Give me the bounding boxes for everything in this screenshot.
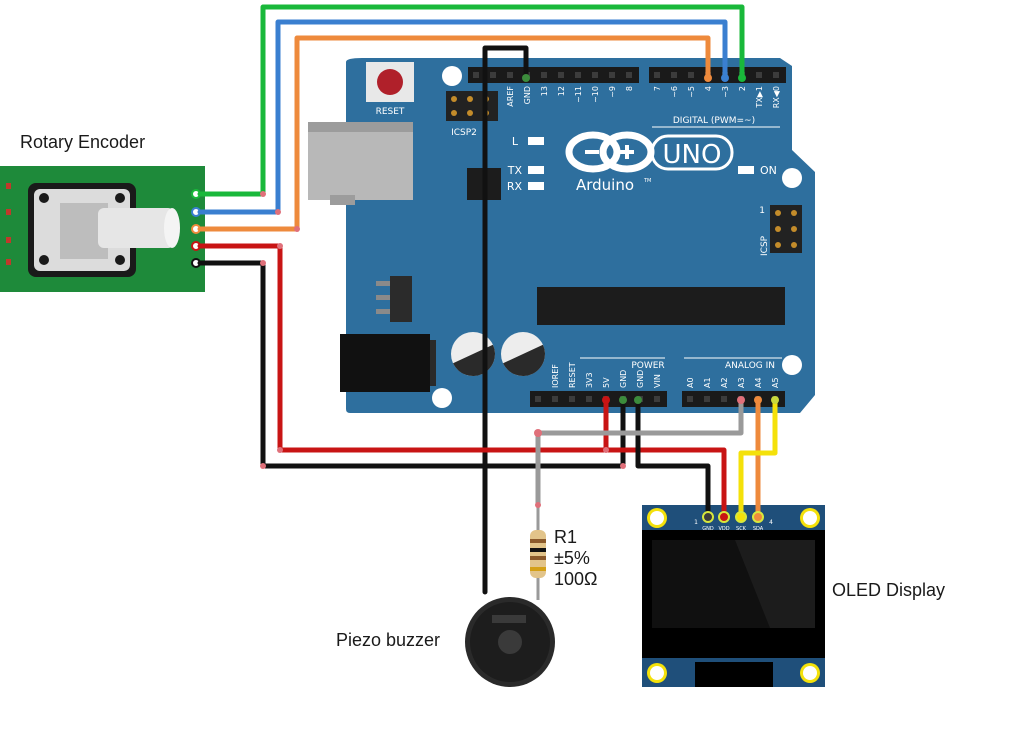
digital-header-left: AREF GND 13 12 ~11 ~10 ~9 8 (468, 67, 639, 107)
pin-label-analog-2: A2 (720, 377, 729, 388)
pin-label-digital-right-4: ~3 (721, 86, 730, 98)
wire-black-buzzer (482, 45, 529, 595)
pin-label-power-7: VIN (653, 374, 662, 388)
pin-label-digital-left-5: 12 (557, 86, 566, 96)
wire-blue (197, 19, 728, 215)
icsp-pin1: 1 (759, 206, 765, 216)
led-tx (528, 166, 544, 174)
power-header: IOREF RESET 3V3 5V GND GND VIN (530, 362, 667, 407)
analog-label: ANALOG IN (725, 361, 775, 371)
piezo-buzzer (465, 597, 555, 687)
icsp-label: ICSP (760, 235, 770, 256)
led-on-label: ON (760, 164, 777, 177)
resistor-tolerance: ±5% (554, 548, 590, 568)
pin-label-power-2: RESET (568, 362, 577, 388)
oled-pin-label-sck: SCK (736, 526, 747, 532)
led-tx-label: TX (507, 164, 523, 177)
oled-pin-label-vdd: VDD (718, 526, 729, 532)
oled-pin-label-gnd: GND (702, 526, 714, 532)
icsp-header: 1 ICSP (759, 205, 802, 256)
arduino-brand: Arduino (576, 176, 634, 194)
encoder-label: Rotary Encoder (20, 132, 145, 152)
oled-display-module: 1 4 GND VDD SCK SDA (642, 505, 825, 687)
pin-label-digital-left-8: ~9 (608, 86, 617, 98)
microcontroller-chip (537, 287, 785, 325)
pin-label-power-5: GND (619, 370, 628, 388)
pin-label-power-3: 3V3 (585, 372, 594, 388)
uno-label: UNO (663, 140, 722, 170)
dc-power-jack (340, 334, 436, 392)
pin-label-digital-right-6: TX▶1 (755, 86, 764, 109)
reset-button[interactable]: RESET (366, 62, 414, 117)
digital-label: DIGITAL (PWM=~) (673, 116, 755, 126)
led-on (738, 166, 754, 174)
led-rx (528, 182, 544, 190)
pin-label-digital-right-3: 4 (704, 86, 713, 91)
pin-label-power-6: GND (636, 370, 645, 388)
icsp2-label: ICSP2 (451, 128, 477, 138)
resistor-value: 100Ω (554, 569, 598, 589)
status-leds: L TX RX ON (507, 135, 777, 193)
power-label: POWER (631, 361, 664, 371)
led-l (528, 137, 544, 145)
pin-label-digital-left-7: ~10 (591, 86, 600, 103)
voltage-regulator (376, 276, 412, 322)
pin-label-digital-left-4: 13 (540, 86, 549, 96)
buzzer-label: Piezo buzzer (336, 630, 440, 650)
wire-gray (535, 397, 744, 508)
pin-label-digital-left-2: AREF (506, 86, 515, 107)
pin-label-digital-left-6: ~11 (574, 86, 583, 103)
wires (197, 4, 779, 595)
trademark: TM (643, 178, 651, 184)
pin-label-power-4: 5V (602, 377, 611, 388)
pin-label-digital-left-3: GND (523, 86, 532, 104)
oled-label: OLED Display (832, 580, 945, 600)
led-rx-label: RX (507, 180, 523, 193)
pin-label-analog-1: A1 (703, 377, 712, 388)
wire-green (197, 4, 745, 197)
usb-connector (308, 122, 413, 200)
pin-label-analog-4: A4 (754, 377, 763, 388)
pin-label-analog-3: A3 (737, 377, 746, 388)
wire-yellow-sck (738, 397, 778, 519)
wire-red-oled (603, 447, 727, 519)
oled-pin-dots (702, 511, 764, 523)
pin-label-analog-0: A0 (686, 377, 695, 388)
reset-label: RESET (376, 107, 405, 117)
wire-orange (197, 35, 711, 232)
pin-label-digital-left-9: 8 (625, 86, 634, 91)
pin-label-power-1: IOREF (551, 364, 560, 388)
pin-label-digital-right-7: RX◀0 (772, 86, 781, 108)
pin-label-digital-right-2: ~5 (687, 86, 696, 98)
oled-pin-num-1: 1 (694, 519, 698, 526)
resistor-name: R1 (554, 527, 577, 547)
oled-pin-num-4: 4 (769, 519, 773, 526)
led-l-label: L (512, 135, 519, 148)
rotary-encoder (0, 166, 205, 292)
resistor-r1 (530, 505, 546, 600)
pin-label-digital-right-1: ~6 (670, 86, 679, 98)
arduino-logo: UNO Arduino TM (565, 131, 734, 194)
pin-label-digital-right-5: 2 (738, 86, 747, 91)
wire-black-oled (635, 397, 711, 519)
pin-label-analog-5: A5 (771, 377, 780, 388)
oled-pin-label-sda: SDA (753, 526, 764, 532)
pin-label-digital-right-0: 7 (653, 86, 662, 91)
